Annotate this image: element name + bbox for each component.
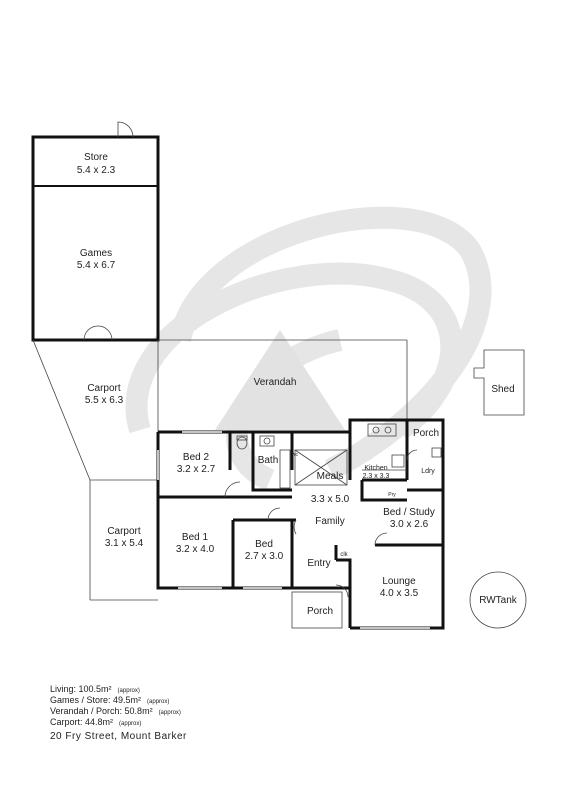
carport-outline bbox=[32, 339, 159, 601]
watermark-logo bbox=[125, 206, 492, 491]
store-size: 5.4 x 2.3 bbox=[77, 165, 116, 176]
clk-name: clk bbox=[340, 552, 348, 558]
wc-name: wc bbox=[292, 452, 299, 458]
bed-study-name: Bed / Study bbox=[383, 507, 435, 518]
area-carport: Carport: 44.8m²(approx) bbox=[50, 717, 142, 727]
bed1-size: 3.2 x 4.0 bbox=[176, 544, 215, 555]
bed-study-size: 3.0 x 2.6 bbox=[390, 519, 429, 530]
area-verandah-porch: Verandah / Porch: 50.8m²(approx) bbox=[50, 706, 181, 716]
shed-outline bbox=[473, 349, 525, 416]
rwtank-circle bbox=[469, 571, 527, 629]
family-name: Family bbox=[315, 516, 344, 527]
lounge-size: 4.0 x 3.5 bbox=[380, 588, 419, 599]
porch-bottom-outline bbox=[291, 591, 343, 629]
carport-main-size: 5.5 x 6.3 bbox=[85, 395, 124, 406]
door-swings bbox=[224, 449, 418, 598]
bed2-size: 3.2 x 2.7 bbox=[177, 464, 216, 475]
ldry-name: Ldry bbox=[421, 468, 435, 475]
windows bbox=[157, 431, 430, 629]
bed-name: Bed bbox=[255, 539, 273, 550]
room-labels: Store 5.4 x 2.3 Games 5.4 x 6.7 Carport … bbox=[77, 152, 518, 617]
property-address: 20 Fry Street, Mount Barker bbox=[50, 731, 187, 742]
carport-small-size: 3.1 x 5.4 bbox=[105, 538, 144, 549]
lounge-name: Lounge bbox=[382, 576, 416, 587]
carport-main-name: Carport bbox=[87, 383, 121, 394]
meals-name: Meals bbox=[317, 471, 344, 482]
kitchen-size: 2.3 x 3.3 bbox=[363, 473, 390, 480]
area-games-store: Games / Store: 49.5m²(approx) bbox=[50, 695, 170, 705]
games-store-building bbox=[31, 121, 160, 342]
bed1-name: Bed 1 bbox=[182, 532, 209, 543]
bed-size: 2.7 x 3.0 bbox=[245, 551, 284, 562]
bath-name: Bath bbox=[258, 455, 279, 466]
store-name: Store bbox=[84, 152, 108, 163]
games-name: Games bbox=[80, 248, 112, 259]
pry-name: Pry bbox=[388, 492, 396, 498]
porch-bottom-name: Porch bbox=[307, 606, 333, 617]
watermark-triangle bbox=[215, 330, 345, 430]
porch-top-name: Porch bbox=[413, 428, 439, 439]
verandah-outline bbox=[158, 339, 408, 420]
verandah-name: Verandah bbox=[254, 377, 297, 388]
shed-name: Shed bbox=[491, 384, 514, 395]
games-size: 5.4 x 6.7 bbox=[77, 260, 116, 271]
entry-name: Entry bbox=[307, 558, 330, 569]
meals-size: 3.3 x 5.0 bbox=[311, 494, 350, 505]
rwtank-name: RWTank bbox=[479, 595, 518, 606]
bed2-name: Bed 2 bbox=[183, 452, 210, 463]
area-living: Living: 100.5m²(approx) bbox=[50, 684, 140, 694]
fixtures bbox=[236, 423, 442, 489]
carport-small-name: Carport bbox=[107, 526, 141, 537]
kitchen-name: Kitchen bbox=[364, 465, 387, 472]
